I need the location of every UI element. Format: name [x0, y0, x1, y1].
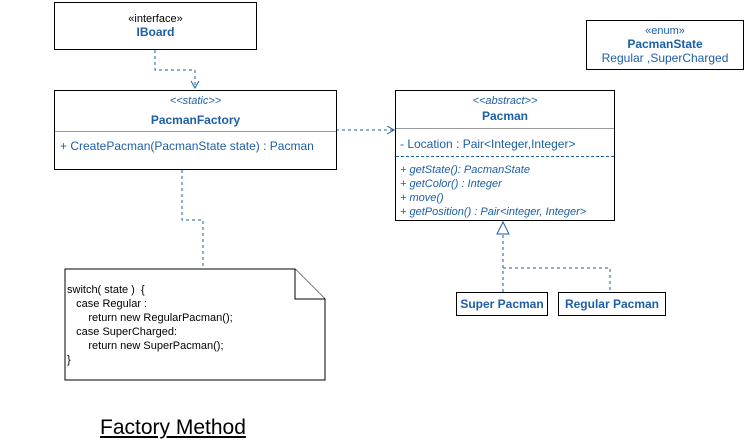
pacman-state-enum[interactable]: «enum» PacmanState Regular ,SuperCharged [586, 20, 744, 70]
factory-divider [55, 131, 336, 132]
regular-pacman-name: Regular Pacman [564, 297, 660, 311]
note-code: switch( state ) { case Regular : return … [67, 284, 233, 366]
diagram-title: Factory Method [100, 416, 246, 439]
super-pacman-name: Super Pacman [460, 297, 544, 311]
iboard-stereotype: «interface» [128, 13, 183, 25]
note-link [181, 170, 204, 268]
pacman-name: Pacman [481, 109, 529, 123]
pacman-attribute: - Location : Pair<Integer,Integer> [400, 137, 576, 151]
pacman-method: + getPosition() : Pair<integer, Integer> [400, 206, 587, 218]
dependency-iboard-factory [154, 50, 200, 90]
pacman-divider-1 [396, 128, 614, 129]
pacman-factory-name: PacmanFactory [150, 113, 241, 127]
pacman-state-stereotype: «enum» [645, 25, 685, 37]
pacman-method: + getColor() : Integer [400, 178, 502, 190]
pacman-factory-stereotype: <<static>> [169, 95, 222, 107]
factory-method: + CreatePacman(PacmanState state) : Pacm… [60, 139, 314, 153]
iboard-class[interactable]: «interface» IBoard [54, 2, 257, 50]
pacman-divider-2 [396, 156, 614, 157]
regular-pacman-class[interactable]: Regular Pacman [558, 292, 666, 316]
pacman-method: + move() [400, 192, 444, 204]
pacman-class[interactable]: <<abstract>> Pacman - Location : Pair<In… [395, 90, 615, 221]
pacman-stereotype: <<abstract>> [472, 95, 538, 107]
pacman-state-name: PacmanState [627, 37, 703, 51]
super-pacman-class[interactable]: Super Pacman [456, 292, 548, 316]
pacman-state-values: Regular ,SuperCharged [601, 51, 729, 65]
pacman-factory-class[interactable]: <<static>> PacmanFactory + CreatePacman(… [54, 90, 337, 170]
inheritance-triangle [496, 220, 510, 235]
iboard-name: IBoard [136, 25, 175, 39]
inheritance-regular-pacman [503, 267, 611, 292]
pacman-method: + getState(): PacmanState [400, 164, 530, 176]
